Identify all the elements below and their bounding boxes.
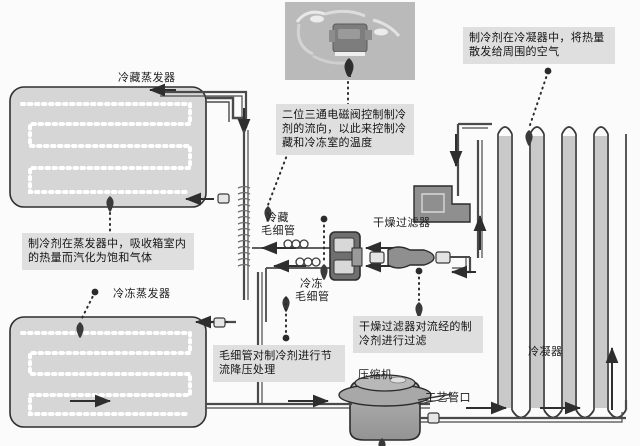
fridge-capillary-coil-symbol — [283, 239, 309, 249]
label-fridge-capillary-line1: 冷藏 — [266, 211, 289, 224]
callout-leaders — [81, 59, 549, 319]
top-return-pipe — [160, 90, 248, 128]
fridge-evap-inlet-fitting — [217, 193, 230, 204]
discharge-fitting — [427, 412, 440, 424]
condenser-to-filter-pipe — [452, 257, 472, 274]
label-fridge-capillary-line2: 毛细管 — [261, 224, 296, 237]
label-freezer-capillary-line2: 毛细管 — [295, 290, 330, 303]
compressor — [338, 374, 432, 441]
freezer-evap-inlet-fitting — [213, 317, 226, 328]
callout-solenoid-valve: 二位三通电磁阀控制制冷剂的流向，以此来控制冷藏和冷冻室的温度 — [276, 104, 414, 155]
fridge-evaporator — [9, 86, 207, 208]
freezer-evaporator — [9, 316, 207, 428]
label-freezer-evaporator: 冷冻蒸发器 — [113, 287, 171, 300]
label-freezer-capillary-line1: 冷冻 — [300, 277, 323, 290]
callout-evaporator-absorb: 制冷剂在蒸发器中，吸收箱室内的热量而汽化为饱和气体 — [22, 233, 194, 270]
solenoid-valve — [329, 231, 363, 281]
left-loop-pipe — [256, 272, 263, 404]
solenoid-valve-photo — [285, 2, 415, 80]
label-dryer-filter: 干燥过滤器 — [373, 216, 431, 229]
callout-condenser: 制冷剂在冷凝器中，将热量散发给周围的空气 — [463, 27, 615, 64]
freezer-capillary-coil-symbol — [295, 257, 321, 267]
callout-capillary-throttle: 毛细管对制冷剂进行节流降压处理 — [213, 345, 345, 382]
label-process-port: 工艺管口 — [425, 391, 471, 404]
callout-marker-capillary — [282, 334, 290, 342]
process-port — [417, 393, 453, 405]
suction-riser — [242, 130, 249, 300]
muffler-block — [413, 185, 471, 223]
condenser — [497, 126, 627, 419]
condenser-riser-left — [476, 140, 483, 258]
compressor-discharge-pipe — [420, 412, 626, 423]
suction-line-fridge — [206, 96, 245, 122]
label-compressor: 压缩机 — [358, 368, 393, 381]
dryer-filter — [369, 246, 470, 269]
label-condenser: 冷凝器 — [528, 345, 563, 358]
solenoid-valve-photo-content — [285, 2, 415, 80]
label-fridge-evaporator: 冷藏蒸发器 — [118, 71, 176, 84]
condenser-inlet-path — [456, 122, 492, 196]
callout-dryer-filter: 干燥过滤器对流经的制冷剂进行过滤 — [353, 316, 483, 353]
suction-capillary-coil — [237, 185, 251, 267]
callout-pointers — [76, 130, 533, 446]
